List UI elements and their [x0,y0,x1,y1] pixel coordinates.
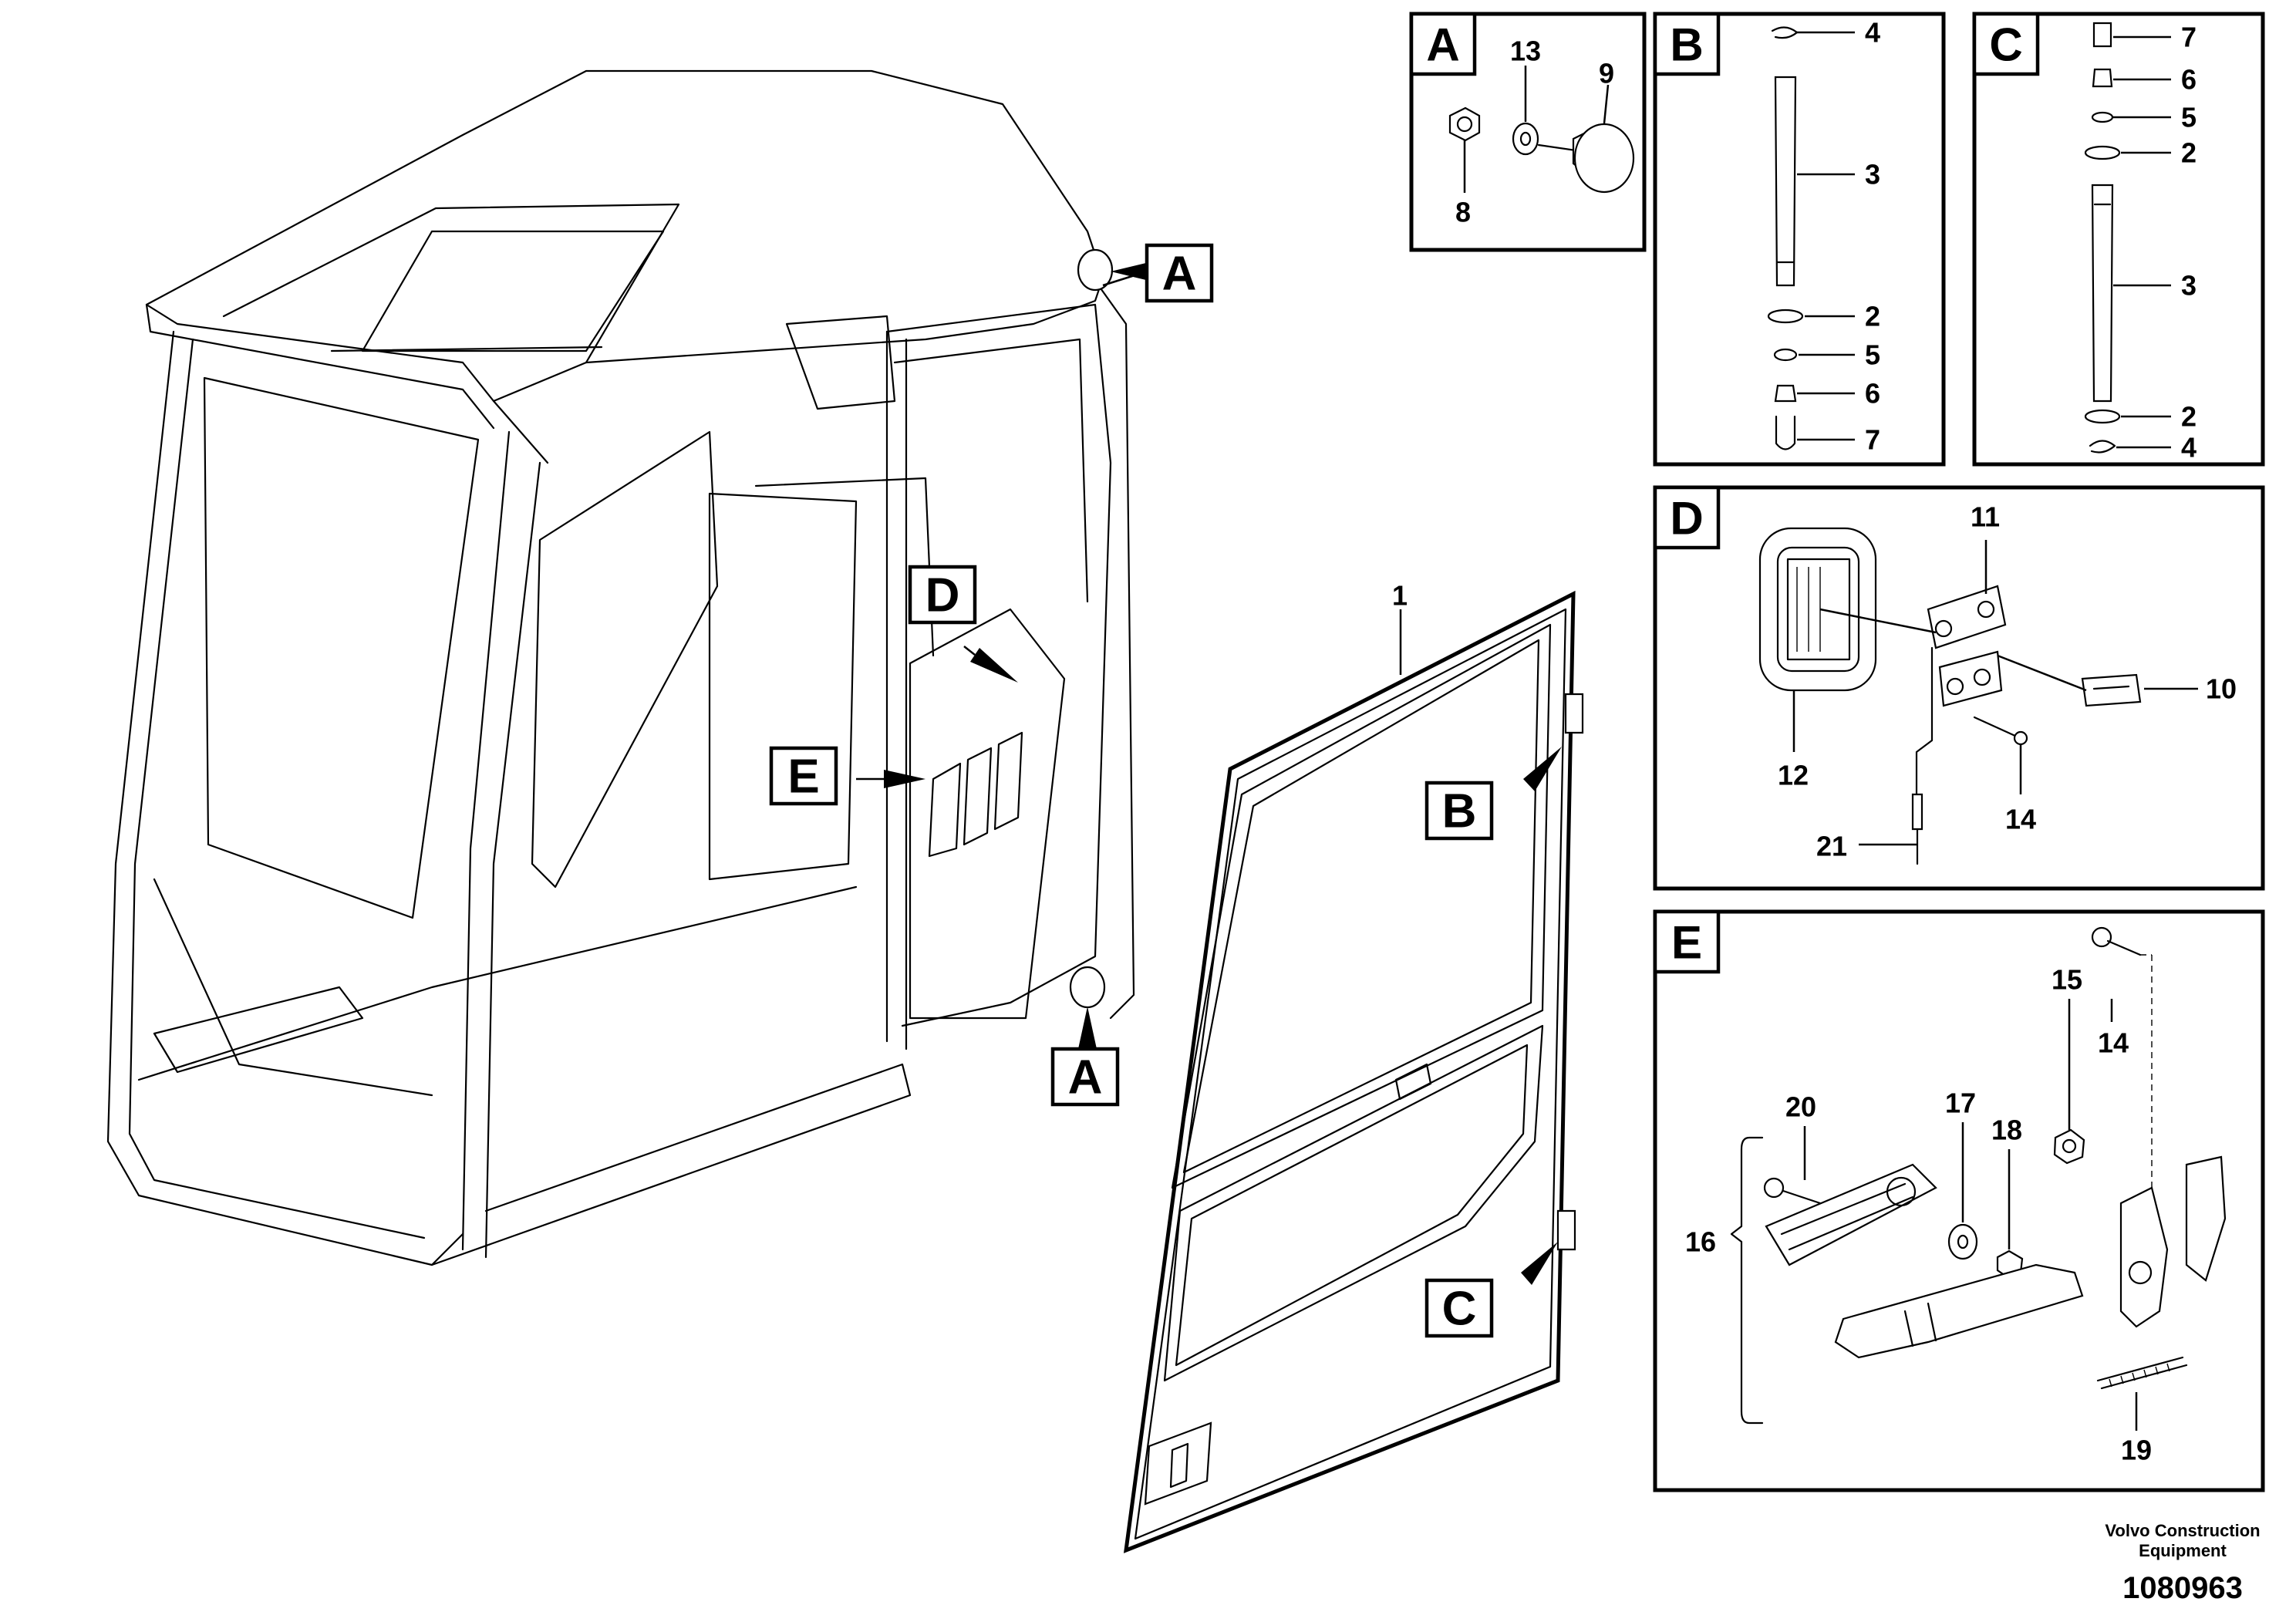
part-number-label: 18 [1991,1114,2022,1146]
footer-block: Volvo Construction Equipment 1080963 [2105,1521,2260,1605]
part-number-label: 19 [2121,1435,2152,1466]
callout-a-top[interactable]: A [1145,243,1214,303]
brand-line-1: Volvo Construction [2105,1521,2260,1540]
drawing-number: 1080963 [2122,1571,2243,1605]
door-part-number: 1 [1392,580,1408,612]
part-number-label: 13 [1510,35,1541,67]
detail-letter-label: A [1426,19,1459,71]
detail-panel-d: D 11 10 12 14 21 [1653,485,2265,891]
part-number-label: 2 [1865,301,1880,332]
part-number-label: 20 [1785,1091,1816,1123]
cab-frame-illustration [106,69,1135,1266]
part-number-label: 17 [1945,1088,1976,1119]
part-number-label: 21 [1816,831,1847,862]
part-number-label: 14 [2005,804,2036,835]
callout-leaders [856,262,1562,1285]
detail-panel-a: A 13 9 8 [1409,12,1647,252]
part-number-label: 4 [1865,17,1880,49]
part-number-label: 2 [2181,137,2197,169]
part-number-label: 2 [2181,401,2197,433]
part-number-label: 4 [2181,432,2197,464]
part-number-label: 10 [2206,673,2237,705]
detail-letter-label: D [1670,493,1703,545]
detail-letter-label: E [787,750,819,804]
part-number-label: 11 [1971,501,2000,533]
detail-letter-label: B [1442,785,1477,838]
detail-panel-b: B 4 3 2 5 6 7 [1653,12,1946,467]
part-number-label: 6 [1865,378,1880,410]
callout-a-bottom[interactable]: A [1050,1047,1120,1107]
callout-e[interactable]: E [769,746,838,806]
callout-c-door[interactable]: C [1424,1278,1494,1338]
part-number-label: 5 [1865,339,1880,371]
detail-letter-label: C [1989,19,2022,71]
brand-line-2: Equipment [2139,1541,2227,1560]
part-number-label: 5 [2181,102,2197,133]
detail-panel-e: E [1653,909,2265,1492]
detail-letter-label: A [1068,1051,1103,1104]
detail-letter-label: C [1442,1283,1477,1336]
part-number-label: 9 [1599,58,1614,89]
part-number-label: 15 [2052,964,2082,996]
callout-b-door[interactable]: B [1424,781,1494,841]
part-number-label: 3 [1865,159,1880,191]
part-number-label: 3 [2181,270,2197,302]
part-number-label: 12 [1778,760,1809,791]
detail-letter-label: D [925,569,960,622]
part-number-label: 7 [2181,22,2197,53]
part-number-label: 14 [2098,1027,2129,1059]
part-number-label: 7 [1865,424,1880,456]
detail-letter-label: B [1670,19,1703,71]
part-number-label: 16 [1685,1226,1716,1258]
part-number-label: 6 [2181,64,2197,96]
detail-letter-label: E [1671,917,1702,969]
part-number-label: 8 [1455,197,1471,228]
detail-panel-c: C 7 6 5 2 3 2 4 [1972,12,2265,467]
door-illustration [1123,590,1584,1553]
callout-d[interactable]: D [908,565,977,625]
detail-letter-label: A [1162,248,1197,301]
